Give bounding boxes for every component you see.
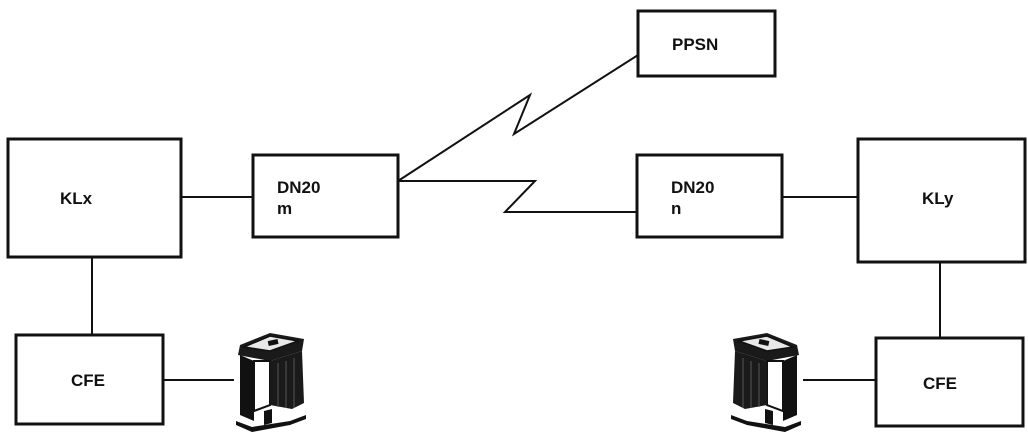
node-klx-label: KLx <box>60 189 93 208</box>
node-ppsn-label: PPSN <box>672 35 718 54</box>
node-dn20-m-line1: DN20 <box>277 178 320 197</box>
node-dn20-n: DN20 n <box>637 155 782 237</box>
node-cfe-right-label: CFE <box>923 374 957 393</box>
node-dn20-m: DN20 m <box>253 155 398 237</box>
node-ppsn: PPSN <box>638 11 775 76</box>
node-cfe-left-label: CFE <box>71 371 105 390</box>
node-klx: KLx <box>8 139 181 257</box>
link-dn20m-dn20n-serial <box>398 181 637 212</box>
node-dn20-n-line1: DN20 <box>671 178 714 197</box>
node-kly: KLy <box>858 139 1025 262</box>
console-terminal-icon <box>731 333 801 432</box>
node-kly-label: KLy <box>922 189 954 208</box>
node-cfe-right: CFE <box>876 338 1023 426</box>
console-terminal-icon <box>236 333 306 432</box>
node-cfe-left: CFE <box>16 335 163 424</box>
node-dn20-m-line2: m <box>277 199 292 218</box>
link-dn20m-ppsn-serial <box>398 55 638 181</box>
node-dn20-n-line2: n <box>671 199 681 218</box>
